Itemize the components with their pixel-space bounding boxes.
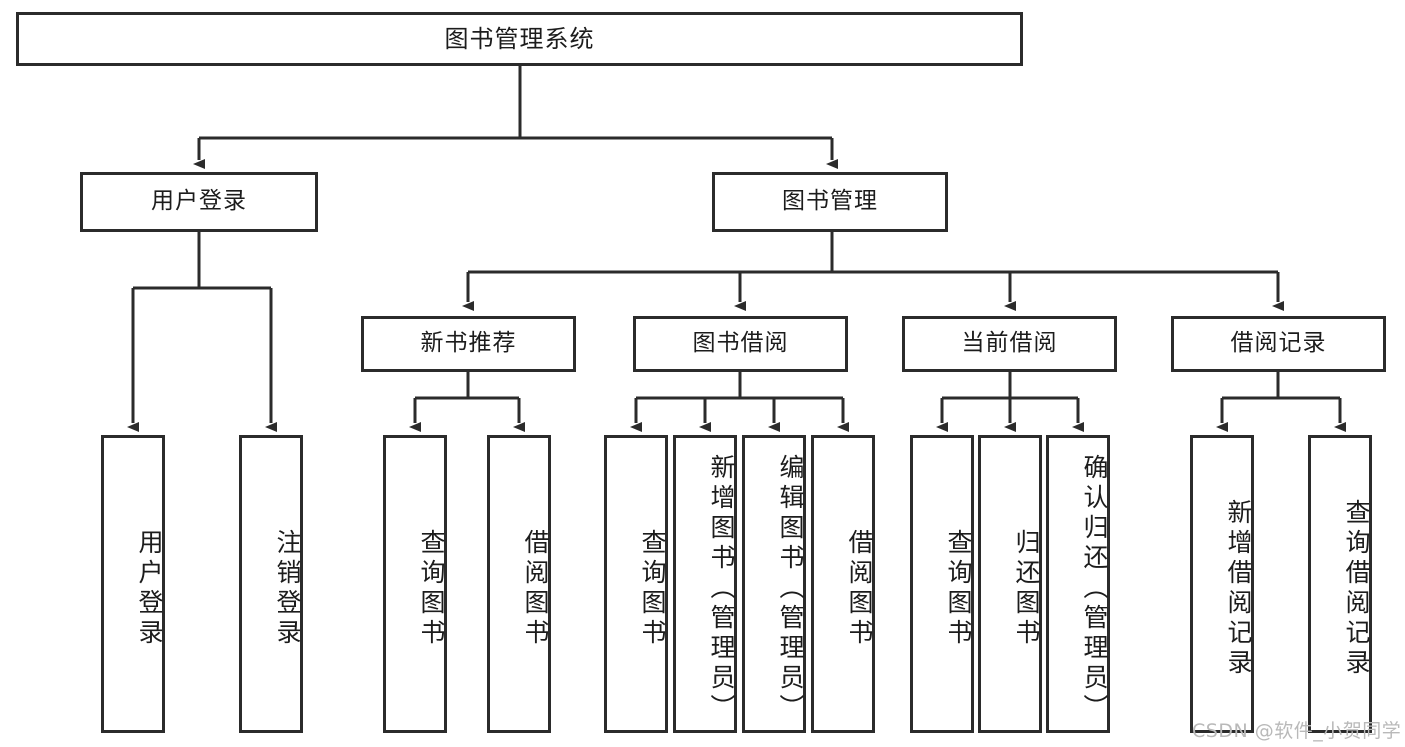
node-current-borrow[interactable]: 当前借阅 [902,316,1117,372]
leaf-user-login[interactable]: 用户登录 [101,435,165,733]
leaf-current-query-book[interactable]: 查询图书 [910,435,974,733]
leaf-record-add-borrow-record[interactable]: 新增借阅记录 [1190,435,1254,733]
node-label: 借阅记录 [1230,330,1327,357]
csdn-watermark: CSDN @软件_小贺同学 [1192,720,1402,742]
node-label: 图书借阅 [692,330,789,357]
node-label: 当前借阅 [961,330,1058,357]
node-book-borrow[interactable]: 图书借阅 [633,316,848,372]
node-label: 借阅图书 [845,529,874,649]
node-label: 归还图书 [1012,529,1041,649]
node-new-book-recommend[interactable]: 新书推荐 [361,316,576,372]
node-label: 查询图书 [638,529,667,649]
node-label: 查询图书 [417,529,446,649]
leaf-borrow-add-book-admin[interactable]: 新增图书（管理员） [673,435,737,733]
node-label: 编辑图书（管理员） [776,454,805,724]
leaf-current-return-book[interactable]: 归还图书 [978,435,1042,733]
node-label: 借阅图书 [521,529,550,649]
node-label: 用户登录 [151,188,247,215]
leaf-recommend-borrow-book[interactable]: 借阅图书 [487,435,551,733]
node-label: 用户登录 [135,529,164,649]
node-label: 注销登录 [273,529,302,649]
leaf-current-confirm-return-admin[interactable]: 确认归还（管理员） [1046,435,1110,733]
node-label: 查询借阅记录 [1342,499,1371,679]
node-root-book-management-system[interactable]: 图书管理系统 [16,12,1023,66]
node-label: 新增图书（管理员） [707,454,736,724]
leaf-borrow-edit-book-admin[interactable]: 编辑图书（管理员） [742,435,806,733]
node-book-management[interactable]: 图书管理 [712,172,948,232]
node-label: 新增借阅记录 [1224,499,1253,679]
leaf-user-logout[interactable]: 注销登录 [239,435,303,733]
leaf-record-query-borrow-record[interactable]: 查询借阅记录 [1308,435,1372,733]
node-borrow-record[interactable]: 借阅记录 [1171,316,1386,372]
leaf-borrow-borrow-book[interactable]: 借阅图书 [811,435,875,733]
leaf-borrow-query-book[interactable]: 查询图书 [604,435,668,733]
node-user-login[interactable]: 用户登录 [80,172,318,232]
node-label: 确认归还（管理员） [1080,454,1109,724]
leaf-recommend-query-book[interactable]: 查询图书 [383,435,447,733]
node-label: 查询图书 [944,529,973,649]
node-label: 图书管理系统 [444,24,595,53]
node-label: 图书管理 [782,188,878,215]
node-label: 新书推荐 [420,330,517,357]
